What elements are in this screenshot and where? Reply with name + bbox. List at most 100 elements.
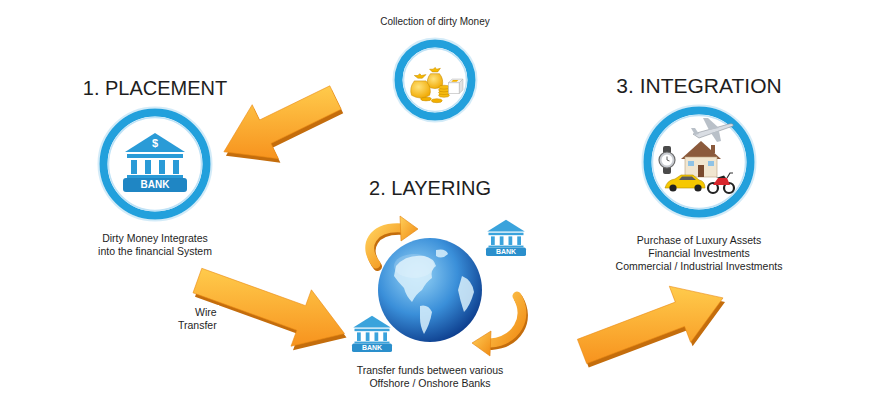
car-wheel bbox=[694, 184, 701, 191]
stage-circle: 1. PLACEMENTDirty Money Integrates into … bbox=[97, 106, 213, 222]
stage-description: Purchase of Luxury AssetsFinancial Inves… bbox=[616, 234, 783, 273]
stage-description: Transfer funds between various Offshore … bbox=[350, 364, 510, 390]
bank-base bbox=[352, 343, 392, 352]
globe-sphere bbox=[378, 238, 482, 342]
bank-beam bbox=[127, 154, 183, 158]
bank-base bbox=[486, 247, 526, 256]
cash-box bbox=[449, 83, 460, 94]
currency-sign: $ bbox=[123, 138, 187, 149]
money-bag bbox=[411, 81, 431, 98]
bank-column bbox=[500, 236, 504, 245]
bike-handle bbox=[727, 173, 733, 178]
description-line: Commercial / Industrial Investments bbox=[616, 260, 783, 273]
house-door bbox=[698, 165, 704, 177]
bank-column bbox=[173, 160, 179, 174]
bank-label: BANK bbox=[362, 343, 382, 352]
circle-inner-ring bbox=[404, 49, 467, 112]
house-window bbox=[708, 161, 714, 166]
bank-icon: BANK bbox=[486, 218, 526, 256]
bank-column bbox=[145, 160, 151, 174]
description-line: Transfer funds between various Offshore … bbox=[350, 364, 510, 390]
globe-highlight bbox=[394, 254, 434, 278]
flow-arrow-body bbox=[577, 286, 723, 363]
bank-beam bbox=[355, 329, 390, 331]
bank-column bbox=[375, 332, 379, 341]
bank-column bbox=[357, 332, 361, 341]
circle-inner-ring bbox=[109, 118, 202, 211]
circle-ring bbox=[399, 44, 472, 117]
bank-label: BANK bbox=[496, 247, 516, 256]
bank-step bbox=[127, 175, 183, 178]
money-bag-tie bbox=[430, 67, 441, 72]
collection-circle: Collection of dirty Money bbox=[392, 37, 478, 123]
flow-arrow bbox=[224, 86, 343, 163]
luxury-illustration bbox=[659, 118, 734, 193]
bank-base bbox=[123, 178, 187, 192]
circle-halo bbox=[394, 39, 477, 122]
house-roof bbox=[681, 141, 721, 159]
globe-outline bbox=[376, 236, 484, 344]
cycle-arrow-head bbox=[400, 216, 418, 241]
bank-beam bbox=[489, 233, 524, 235]
bank-icon: $ BANK bbox=[123, 130, 187, 192]
watch-hands bbox=[667, 157, 670, 162]
description-line: Financial Investments bbox=[616, 247, 783, 260]
plane-wing bbox=[711, 131, 721, 142]
bank-step bbox=[355, 342, 390, 344]
bank-column bbox=[366, 332, 370, 341]
stage-heading: 1. PLACEMENT bbox=[83, 77, 227, 100]
car-window bbox=[679, 177, 696, 181]
circle-halo bbox=[99, 108, 212, 221]
description-line: Purchase of Luxury Assets bbox=[616, 234, 783, 247]
bike-body bbox=[713, 178, 730, 185]
bank-step bbox=[489, 246, 524, 248]
house-wall bbox=[685, 157, 717, 177]
stage-description: Dirty Money Integrates into the financia… bbox=[95, 232, 215, 258]
bank-column bbox=[509, 236, 513, 245]
coin bbox=[439, 85, 450, 89]
flow-arrow-body bbox=[224, 86, 341, 159]
cycle-arrow-head bbox=[472, 331, 491, 356]
bank-roof bbox=[353, 316, 391, 328]
stage-circle: 3. INTEGRATIONPurchase of Luxury AssetsF… bbox=[641, 104, 757, 220]
stage-heading: 2. LAYERING bbox=[369, 177, 491, 200]
watch-case bbox=[659, 152, 675, 168]
money-illustration bbox=[411, 67, 463, 102]
bank-label: BANK bbox=[141, 178, 170, 192]
cycle-arrow-body bbox=[490, 296, 522, 343]
stage-heading: 3. INTEGRATION bbox=[616, 74, 781, 98]
cash-box-side bbox=[459, 79, 463, 93]
money-bag-tie bbox=[414, 74, 426, 79]
flow-arrow bbox=[577, 286, 725, 367]
bank-roof bbox=[487, 220, 525, 232]
coin bbox=[431, 99, 442, 103]
description-line: Dirty Money Integrates into the financia… bbox=[95, 232, 215, 258]
circle-ring bbox=[648, 111, 751, 214]
stage-heading: Collection of dirty Money bbox=[380, 16, 490, 28]
globe-land bbox=[394, 250, 474, 335]
circle-ring bbox=[104, 113, 207, 216]
bank-column bbox=[131, 160, 137, 174]
bank-column bbox=[517, 236, 521, 245]
continent bbox=[458, 276, 474, 312]
watch-face bbox=[662, 155, 673, 166]
circle-halo bbox=[643, 106, 756, 219]
globe-node: 2. LAYERINGTransfer funds between variou… bbox=[376, 236, 484, 344]
circle-outline bbox=[641, 104, 757, 220]
circle-outline bbox=[97, 106, 213, 222]
circle-outline bbox=[392, 37, 478, 123]
house-window bbox=[688, 161, 694, 166]
bike-seat bbox=[716, 176, 726, 179]
circle-inner-ring bbox=[653, 116, 746, 209]
car-wheel bbox=[669, 184, 676, 191]
bank-column bbox=[383, 332, 387, 341]
edge-label: Wire Transfer bbox=[176, 305, 219, 333]
bank-column bbox=[491, 236, 495, 245]
continent bbox=[420, 306, 432, 334]
plane-wing bbox=[703, 118, 719, 130]
bank-column bbox=[159, 160, 165, 174]
bank-icon: BANK bbox=[352, 314, 392, 352]
plane-tail bbox=[691, 128, 699, 135]
gold-bar bbox=[451, 80, 458, 82]
